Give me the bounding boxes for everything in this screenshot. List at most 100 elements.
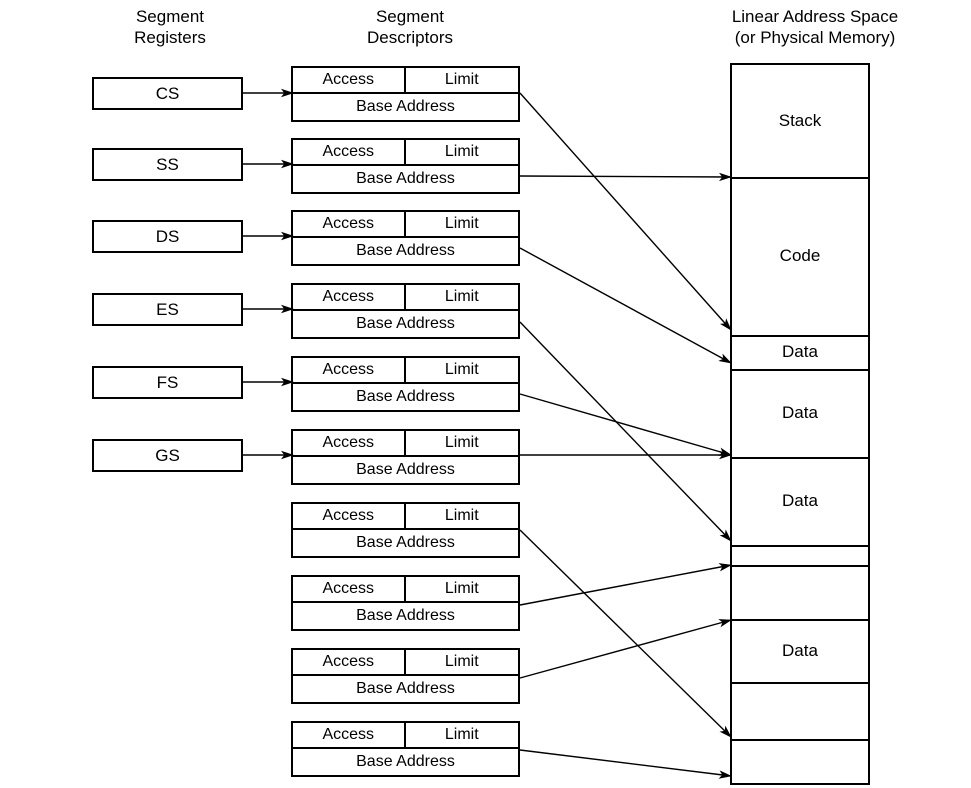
memory-block-unlabeled-2[interactable]: [732, 565, 868, 619]
descriptor-access-field: Access: [293, 577, 406, 601]
memory-block-unlabeled-1[interactable]: [732, 545, 868, 565]
arrow-descriptor-2-to-memory: [519, 247, 732, 364]
descriptor-base-address-field: Base Address: [356, 170, 455, 187]
memory-separator: [732, 739, 868, 741]
segment-register-es[interactable]: ES: [92, 293, 243, 326]
arrow-descriptor-6-to-memory: [519, 529, 732, 738]
descriptor-top-row: Access Limit: [293, 140, 518, 166]
descriptor-top-row: Access Limit: [293, 431, 518, 457]
descriptor-limit-field: Limit: [444, 71, 479, 88]
segment-descriptor-9[interactable]: Access Limit Base Address: [291, 721, 520, 777]
descriptor-limit-field: Limit: [444, 507, 479, 524]
segment-register-label: GS: [155, 445, 180, 465]
segment-register-label: ES: [156, 299, 179, 319]
descriptor-access-field: Access: [293, 504, 406, 528]
memory-separator: [732, 369, 868, 371]
descriptor-access-field: Access: [293, 212, 406, 236]
descriptor-top-row: Access Limit: [293, 723, 518, 749]
descriptor-limit-field: Limit: [444, 653, 479, 670]
descriptor-limit-field: Limit: [444, 215, 479, 232]
arrow-descriptor-7-to-memory: [519, 563, 732, 606]
column-title-segment-registers: Segment Registers: [134, 7, 206, 47]
descriptor-access-field: Access: [293, 140, 406, 164]
memory-block-label: Data: [782, 342, 818, 361]
segment-register-label: FS: [156, 372, 179, 392]
descriptor-top-row: Access Limit: [293, 358, 518, 384]
memory-separator: [732, 619, 868, 621]
descriptor-limit-field: Limit: [444, 143, 479, 160]
segment-register-label: CS: [155, 83, 180, 103]
descriptor-top-row: Access Limit: [293, 504, 518, 530]
arrow-descriptor-9-to-memory: [519, 749, 732, 779]
memory-block-code[interactable]: Code: [732, 177, 868, 335]
segment-descriptor-5[interactable]: Access Limit Base Address: [291, 429, 520, 485]
descriptor-access-field: Access: [293, 358, 406, 382]
segment-register-label: SS: [156, 154, 179, 174]
segment-descriptor-6[interactable]: Access Limit Base Address: [291, 502, 520, 558]
segment-descriptor-8[interactable]: Access Limit Base Address: [291, 648, 520, 704]
descriptor-base-address-field: Base Address: [356, 98, 455, 115]
descriptor-base-address-field: Base Address: [356, 388, 455, 405]
memory-block-label: Data: [782, 491, 818, 510]
descriptor-top-row: Access Limit: [293, 285, 518, 311]
segment-descriptor-0[interactable]: Access Limit Base Address: [291, 66, 520, 122]
memory-block-unlabeled-3[interactable]: [732, 682, 868, 739]
descriptor-access-field: Access: [293, 650, 406, 674]
descriptor-limit-field: Limit: [444, 434, 479, 451]
memory-block-data-1[interactable]: Data: [732, 335, 868, 369]
linear-address-space-column: Stack Code Data Data Data Data: [730, 63, 870, 785]
segment-register-ds[interactable]: DS: [92, 220, 243, 253]
descriptor-top-row: Access Limit: [293, 212, 518, 238]
descriptor-base-address-field: Base Address: [356, 534, 455, 551]
arrow-descriptor-3-to-memory: [519, 321, 732, 542]
segment-descriptor-7[interactable]: Access Limit Base Address: [291, 575, 520, 631]
arrow-descriptor-8-to-memory: [519, 619, 732, 679]
segment-descriptor-2[interactable]: Access Limit Base Address: [291, 210, 520, 266]
segment-descriptor-3[interactable]: Access Limit Base Address: [291, 283, 520, 339]
memory-separator: [732, 565, 868, 567]
segment-register-label: DS: [155, 226, 180, 246]
descriptor-access-field: Access: [293, 431, 406, 455]
segment-register-cs[interactable]: CS: [92, 77, 243, 110]
memory-block-label: Stack: [778, 111, 822, 130]
descriptor-base-address-field: Base Address: [356, 680, 455, 697]
segment-register-ss[interactable]: SS: [92, 148, 243, 181]
descriptor-base-address-field: Base Address: [356, 242, 455, 259]
arrow-descriptor-4-to-memory: [519, 393, 732, 456]
memory-separator: [732, 335, 868, 337]
memory-separator: [732, 457, 868, 459]
column-title-linear-address-space: Linear Address Space (or Physical Memory…: [731, 7, 899, 47]
memory-separator: [732, 682, 868, 684]
memory-separator: [732, 545, 868, 547]
segment-register-gs[interactable]: GS: [92, 439, 243, 472]
memory-block-unlabeled-4[interactable]: [732, 739, 868, 783]
memory-block-label: Code: [779, 246, 821, 265]
descriptor-limit-field: Limit: [444, 361, 479, 378]
memory-separator: [732, 177, 868, 179]
segment-descriptor-4[interactable]: Access Limit Base Address: [291, 356, 520, 412]
memory-block-data-3[interactable]: Data: [732, 457, 868, 545]
descriptor-top-row: Access Limit: [293, 650, 518, 676]
descriptor-top-row: Access Limit: [293, 68, 518, 94]
descriptor-base-address-field: Base Address: [356, 607, 455, 624]
column-title-segment-descriptors: Segment Descriptors: [367, 7, 453, 47]
arrow-descriptor-1-to-memory: [519, 172, 732, 182]
segment-register-fs[interactable]: FS: [92, 366, 243, 399]
arrow-descriptor-0-to-memory: [519, 92, 732, 331]
segment-descriptor-1[interactable]: Access Limit Base Address: [291, 138, 520, 194]
descriptor-access-field: Access: [293, 723, 406, 747]
descriptor-base-address-field: Base Address: [356, 461, 455, 478]
memory-block-stack[interactable]: Stack: [732, 65, 868, 177]
descriptor-base-address-field: Base Address: [356, 315, 455, 332]
descriptor-limit-field: Limit: [444, 288, 479, 305]
descriptor-access-field: Access: [293, 285, 406, 309]
memory-block-data-4[interactable]: Data: [732, 619, 868, 682]
descriptor-limit-field: Limit: [444, 580, 479, 597]
descriptor-top-row: Access Limit: [293, 577, 518, 603]
memory-block-data-2[interactable]: Data: [732, 369, 868, 457]
descriptor-limit-field: Limit: [444, 726, 479, 743]
descriptor-access-field: Access: [293, 68, 406, 92]
memory-block-label: Data: [782, 403, 818, 422]
memory-block-label: Data: [782, 640, 818, 660]
